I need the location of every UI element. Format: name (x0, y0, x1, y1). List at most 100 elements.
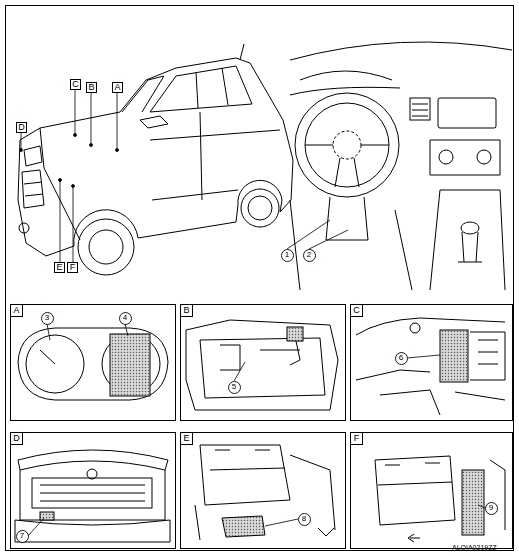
direction-arrow (408, 534, 420, 542)
fog-lamp (19, 223, 29, 233)
outer-frame (6, 6, 514, 551)
leader-line (478, 505, 485, 508)
side-mirror (140, 116, 168, 128)
panel-letter: E (180, 432, 193, 445)
emblem (87, 469, 97, 479)
door-split (200, 112, 202, 200)
detail-panel: D7 (10, 432, 176, 549)
number-text: 2 (307, 251, 311, 259)
circle-shape (228, 381, 240, 393)
front-rim (89, 230, 123, 264)
dash-lower (290, 200, 412, 290)
vehicle-body (18, 58, 293, 256)
callout-number: 3 (41, 312, 54, 325)
knob (477, 150, 491, 164)
horn-pad (333, 131, 361, 159)
shaded-part (222, 516, 265, 537)
circle-shape (303, 249, 315, 261)
bracket (220, 345, 300, 370)
leader-line (47, 324, 128, 340)
callout-letter: A (114, 83, 120, 92)
leader-dot (72, 185, 75, 188)
detail-panel: E8 (180, 432, 346, 549)
console (430, 190, 505, 290)
panel-f-drawing (375, 456, 505, 542)
battery-detail (378, 463, 452, 485)
headlight (24, 146, 42, 166)
side-windows (150, 66, 252, 112)
steering-column (326, 197, 368, 240)
climate-panel (430, 140, 500, 175)
body-panel (195, 455, 335, 540)
panel-letter: F (350, 432, 363, 445)
body-panel (490, 460, 505, 530)
display-screen (438, 98, 496, 128)
panel-letter: D (10, 432, 23, 445)
harness (290, 341, 300, 365)
callout-letter: F (70, 263, 76, 272)
leader-line (28, 518, 44, 536)
shaded-part (287, 327, 303, 341)
dashboard-leaders (287, 220, 348, 249)
circle-shape (485, 502, 497, 514)
steering-wheel (295, 93, 399, 197)
detail-panel: B5 (180, 304, 346, 421)
figure-code: ALOIA0219ZZ (452, 544, 497, 552)
shaded-part (440, 330, 468, 382)
number-text: 6 (399, 354, 403, 362)
callout-number: 6 (395, 352, 408, 365)
grille (22, 170, 44, 208)
battery-detail (210, 450, 285, 470)
callout-letter: B (88, 83, 94, 92)
detail-panel: F9 (350, 432, 513, 549)
callout-box: F (67, 262, 78, 273)
engine-bay-edges (356, 318, 505, 380)
leader-line (265, 519, 298, 526)
vehicle-drawing (18, 44, 293, 275)
leader-line (407, 355, 440, 358)
battery (375, 456, 455, 525)
number-text: 9 (489, 504, 493, 512)
direction-arrow (318, 528, 334, 536)
knob (439, 150, 453, 164)
number-text: 1 (285, 251, 289, 259)
hoses (380, 390, 505, 415)
callout-number: 9 (485, 502, 498, 515)
antenna (240, 44, 244, 60)
panel-letter: C (350, 304, 363, 317)
leader-line (21, 90, 117, 262)
callout-number: 7 (16, 530, 29, 543)
cluster-housing (18, 328, 168, 400)
steering-wheel-inner (305, 103, 389, 187)
radiator (32, 478, 152, 508)
shaded-part (462, 470, 484, 535)
callout-number: 4 (119, 312, 132, 325)
glovebox-frame (186, 320, 338, 410)
bumper (15, 520, 170, 542)
panel-a-drawing (18, 324, 168, 400)
dashboard-drawing (290, 42, 512, 290)
leader-dot (20, 149, 23, 152)
fuse-box (470, 332, 505, 380)
circle-shape (281, 249, 293, 261)
circle-shape (395, 352, 407, 364)
callout-letter: D (18, 123, 25, 132)
panel-letter: A (10, 304, 23, 317)
battery (200, 445, 290, 505)
shift-knob (461, 222, 479, 234)
number-text: 8 (302, 515, 306, 523)
window-pillars (196, 68, 228, 108)
panel-d-drawing (15, 450, 170, 542)
number-text: 7 (20, 532, 24, 540)
vehicle-leaders (20, 90, 119, 262)
shaded-part (110, 334, 150, 396)
air-vent (410, 98, 430, 120)
callout-box: E (54, 262, 65, 273)
cluster-hood (300, 71, 392, 80)
shaded-part (40, 512, 54, 520)
leader-dot (74, 134, 77, 137)
callout-box: D (16, 122, 27, 133)
strut-mount (410, 323, 420, 333)
panel-b-drawing (186, 320, 338, 410)
dash-top (290, 42, 512, 95)
